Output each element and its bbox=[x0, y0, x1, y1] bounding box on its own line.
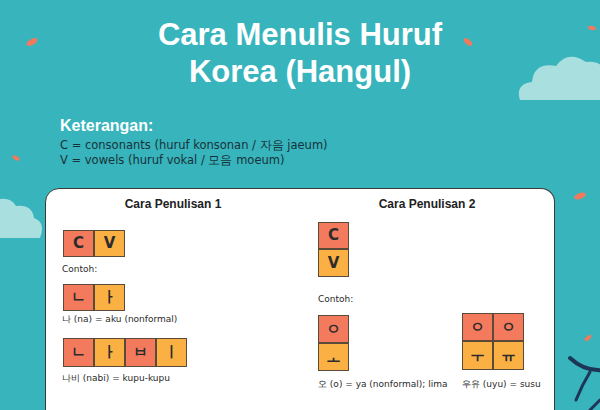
letter: V bbox=[328, 256, 340, 271]
panel-heading: Cara Penulisan 2 bbox=[300, 197, 554, 211]
legend-heading: Keterangan: bbox=[60, 117, 153, 135]
example-label: Contoh: bbox=[318, 294, 353, 304]
letter-box: ㄴ bbox=[63, 338, 94, 367]
letter-box: ㅜ bbox=[462, 341, 493, 370]
example-caption: 나 (na) = aku (nonformal) bbox=[62, 313, 177, 326]
letter-box: ㅠ bbox=[493, 341, 524, 370]
title: Cara Menulis Huruf Korea (Hangul) bbox=[150, 16, 450, 90]
panel-heading: Cara Penulisan 1 bbox=[46, 197, 300, 211]
letter: ㅂ bbox=[133, 345, 148, 360]
letter: ㅇ bbox=[470, 320, 485, 335]
letter-box: ㄴ bbox=[63, 284, 94, 311]
legend-line: C = consonants (huruf konsonan / 자음 jaeu… bbox=[60, 138, 328, 153]
letter: C bbox=[328, 228, 339, 243]
letter: V bbox=[104, 236, 116, 251]
letter: ㅏ bbox=[102, 345, 117, 360]
letter-box: C bbox=[318, 222, 349, 249]
letter: ㄴ bbox=[71, 290, 86, 305]
letter: ㅇ bbox=[326, 322, 341, 337]
letter: C bbox=[73, 236, 84, 251]
example-caption: 오 (o) = ya (nonformal); lima bbox=[318, 378, 447, 391]
example-caption: 나비 (nabi) = kupu-kupu bbox=[62, 372, 170, 385]
letter: ㅗ bbox=[326, 350, 341, 365]
letter-box: ㅣ bbox=[156, 338, 187, 367]
letter-box: ㅇ bbox=[462, 313, 493, 341]
tree-branch bbox=[570, 358, 600, 410]
letter-box: V bbox=[318, 249, 349, 277]
legend-line: V = vowels (huruf vokal / 모음 moeum) bbox=[60, 153, 284, 168]
example-caption: 우유 (uyu) = susu bbox=[462, 378, 541, 391]
letter-box: ㅗ bbox=[318, 343, 349, 371]
letter: ㄴ bbox=[71, 345, 86, 360]
letter: ㅇ bbox=[501, 320, 516, 335]
letter-box: ㅏ bbox=[94, 338, 125, 367]
letter-box: ㅇ bbox=[493, 313, 524, 341]
letter: ㅏ bbox=[102, 290, 117, 305]
letter-box: C bbox=[63, 230, 94, 257]
letter-box: ㅂ bbox=[125, 338, 156, 367]
letter-box: V bbox=[94, 230, 125, 257]
letter: ㅣ bbox=[164, 345, 179, 360]
letter-box: ㅇ bbox=[318, 315, 349, 343]
letter: ㅜ bbox=[470, 348, 485, 363]
example-label: Contoh: bbox=[62, 264, 97, 274]
letter: ㅠ bbox=[501, 348, 516, 363]
letter-box: ㅏ bbox=[94, 284, 125, 311]
